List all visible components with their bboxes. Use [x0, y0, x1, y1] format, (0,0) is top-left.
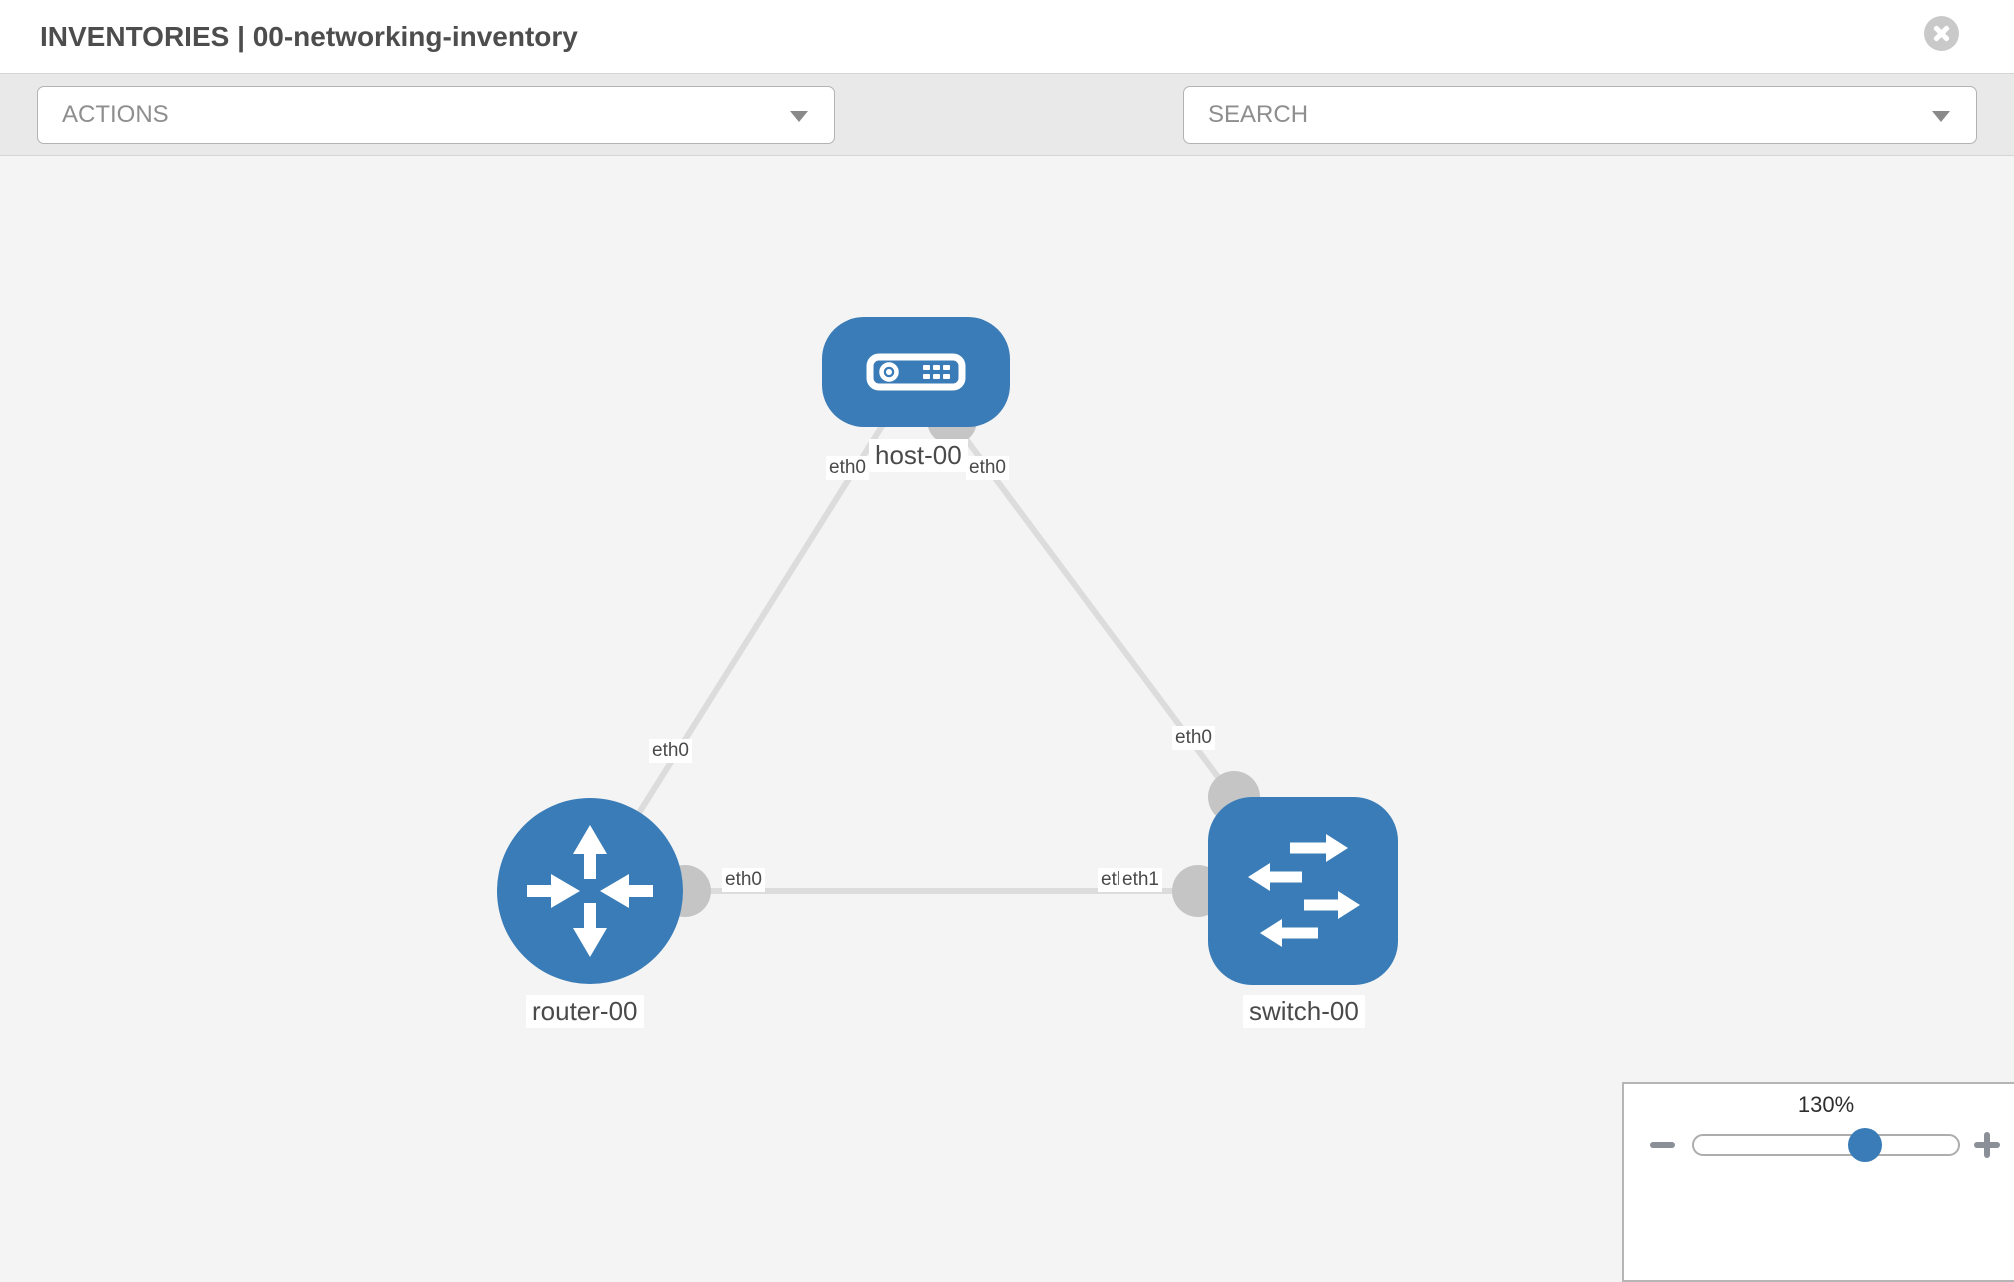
router-icon [527, 825, 653, 957]
search-dropdown-label: SEARCH [1208, 101, 1309, 128]
node-host[interactable] [822, 317, 1010, 427]
zoom-plus-icon[interactable] [1974, 1132, 2000, 1158]
topology-links [587, 370, 1306, 917]
topology-canvas[interactable]: host-00 router-00 switch-00 eth0 eth0 et… [0, 156, 2014, 1282]
iface-label-router-eth0: eth0 [722, 868, 765, 892]
header-bar: INVENTORIES | 00-networking-inventory [0, 0, 2014, 73]
node-label-switch: switch-00 [1243, 995, 1365, 1028]
switch-icon [1248, 834, 1360, 947]
node-label-host: host-00 [869, 439, 968, 472]
iface-label-switch-uplink: eth0 [1172, 726, 1215, 750]
page-title: INVENTORIES | 00-networking-inventory [40, 20, 578, 52]
node-switch[interactable] [1208, 797, 1398, 985]
zoom-control-panel: 130% [1622, 1082, 2014, 1282]
search-dropdown[interactable]: SEARCH [1183, 86, 1977, 144]
toolbar: ACTIONS SEARCH [0, 73, 2014, 209]
zoom-minus-icon[interactable] [1650, 1142, 1675, 1148]
zoom-level-value: 130% [1797, 1092, 1855, 1117]
actions-dropdown-label: ACTIONS [62, 101, 169, 128]
node-label-router: router-00 [526, 995, 644, 1028]
zoom-slider-track[interactable] [1692, 1134, 1960, 1156]
iface-label-router-uplink: eth0 [649, 739, 692, 763]
close-icon[interactable] [1924, 16, 1959, 51]
actions-dropdown[interactable]: ACTIONS [37, 86, 835, 144]
host-icon [866, 353, 966, 391]
zoom-slider-thumb[interactable] [1848, 1128, 1882, 1162]
chevron-down-icon [1932, 111, 1950, 122]
iface-label-host-left: eth0 [826, 456, 869, 480]
iface-label-host-right: eth0 [966, 456, 1009, 480]
iface-label-switch-eth1: eth1 [1119, 868, 1162, 892]
chevron-down-icon [790, 111, 808, 122]
node-router[interactable] [497, 798, 683, 984]
